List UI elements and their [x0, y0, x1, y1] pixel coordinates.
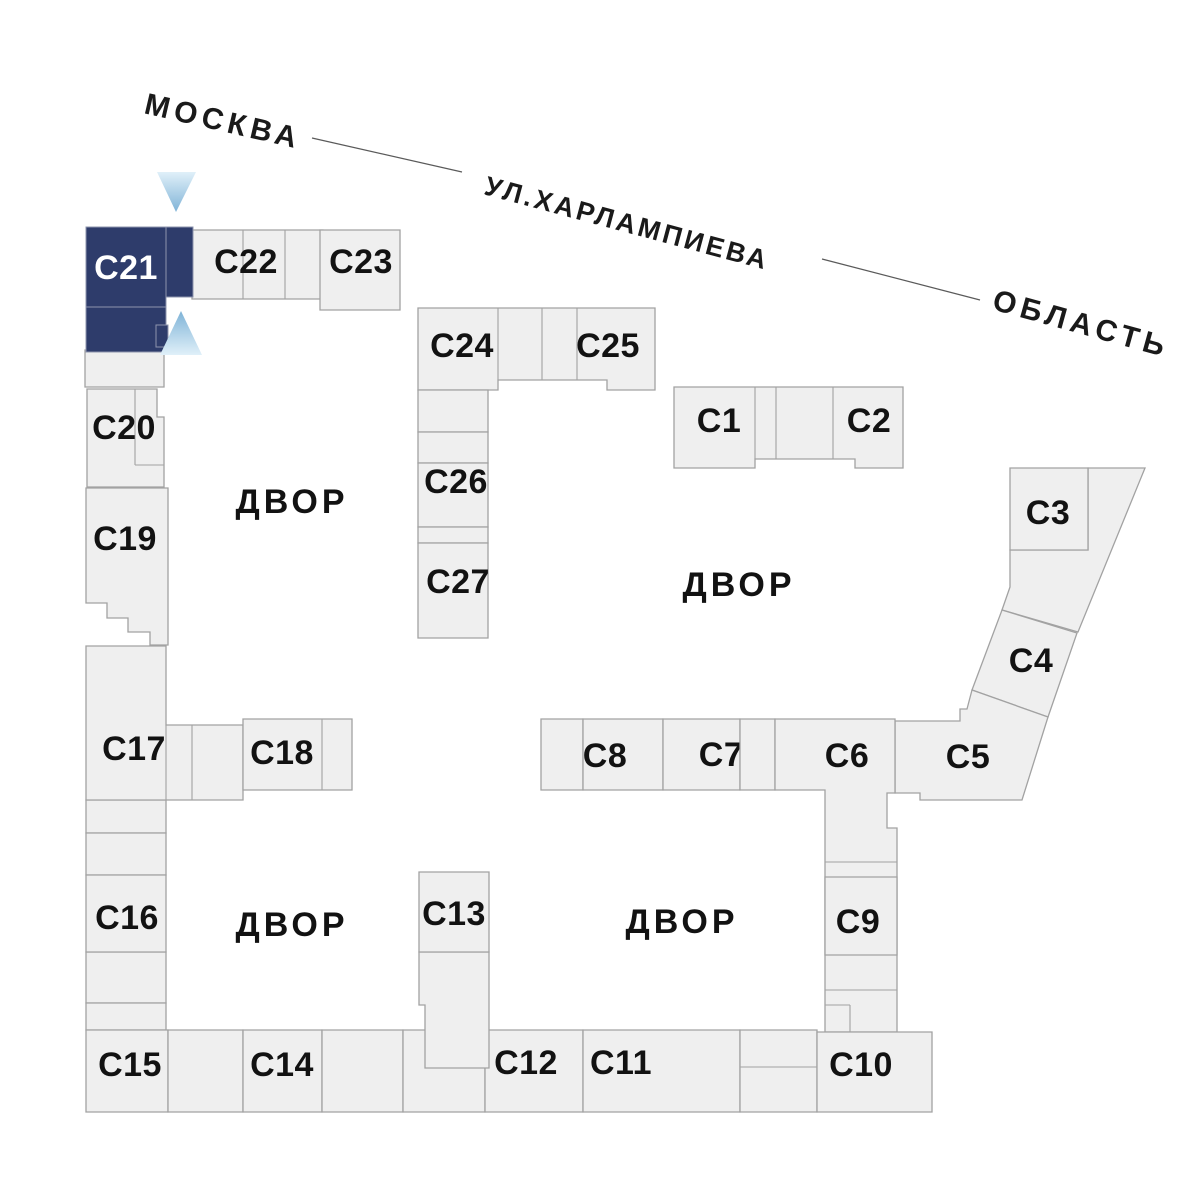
building-c1-c2-block[interactable]: С1 С2 — [673, 386, 904, 469]
wall-segment — [540, 718, 584, 791]
street-line-2 — [821, 258, 981, 301]
building-c8[interactable]: С8 — [582, 718, 664, 791]
building-c17[interactable]: С17 — [85, 645, 244, 801]
building-c11[interactable]: С11 — [582, 1029, 741, 1113]
courtyard-label: ДВОР — [682, 566, 795, 604]
building-c20[interactable]: С20 — [86, 388, 165, 488]
building-c10[interactable]: С10 — [816, 1031, 933, 1113]
building-c18[interactable]: С18 — [242, 718, 353, 791]
building-c24-c25-block[interactable]: С24 С25 — [417, 307, 656, 391]
building-c23[interactable]: С23 — [319, 229, 401, 311]
building-c16[interactable]: С16 — [85, 874, 167, 953]
courtyard-label: ДВОР — [625, 903, 738, 941]
building-c12[interactable]: С12 — [484, 1029, 584, 1113]
selected-building-arrow-up-icon — [160, 311, 202, 355]
street-line-1 — [311, 137, 463, 173]
wall-segment — [85, 951, 167, 1004]
courtyard-label: ДВОР — [235, 483, 348, 521]
wall-segment — [739, 718, 776, 791]
building-c3[interactable]: С3 — [1009, 467, 1089, 551]
building-c6[interactable]: С6 — [774, 718, 898, 1033]
wall-segment — [85, 799, 167, 834]
building-c14[interactable]: С14 — [242, 1029, 323, 1113]
street-name-label: УЛ.ХАРЛАМПИЕВА — [481, 171, 772, 276]
building-c7[interactable]: С7 — [662, 718, 743, 791]
building-c13[interactable]: С13 — [418, 871, 490, 1069]
wall-segment — [739, 1029, 818, 1113]
courtyard-label: ДВОР — [235, 906, 348, 944]
wall-segment — [84, 349, 165, 388]
building-c15[interactable]: С15 — [85, 1029, 169, 1113]
wall-segment — [417, 389, 489, 433]
oblast-direction-label: ОБЛАСТЬ — [989, 284, 1173, 364]
building-c21-selected[interactable]: С21 — [85, 226, 194, 353]
building-c26[interactable]: С26 — [417, 462, 489, 528]
wall-segment — [321, 1029, 404, 1113]
wall-segments-left — [84, 349, 167, 1031]
building-c9[interactable]: С9 — [824, 876, 898, 956]
building-c27[interactable]: С27 — [417, 542, 490, 639]
moscow-direction-label: МОСКВА — [141, 88, 304, 156]
building-c19[interactable]: С19 — [85, 487, 169, 646]
wall-segment — [417, 431, 489, 464]
wall-segment — [167, 1029, 244, 1113]
building-c22[interactable]: С22 — [191, 229, 324, 300]
wall-segment — [85, 832, 167, 876]
selected-building-arrow-down-icon — [157, 172, 196, 212]
wall-segment — [85, 1002, 167, 1031]
wall-segment — [417, 526, 489, 544]
